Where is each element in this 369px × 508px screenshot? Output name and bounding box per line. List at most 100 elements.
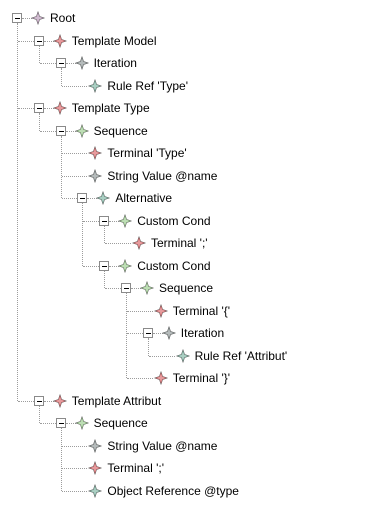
collapse-toggle-iteration[interactable] (55, 58, 66, 68)
tree-connector-line (61, 153, 88, 154)
tree-node-template-type[interactable]: Template Type (71, 101, 150, 115)
green-diamond-icon (74, 416, 89, 430)
tree-connector-line (65, 423, 76, 424)
collapse-toggle-template-model[interactable] (33, 35, 44, 46)
red-diamond-icon (52, 33, 67, 48)
tree-node-alternative[interactable]: Alternative (115, 191, 173, 205)
tree-node-rule-ref-attribut[interactable]: Rule Ref 'Attribut' (194, 348, 288, 363)
tree-node-sequence[interactable]: Sequence (159, 281, 214, 295)
teal-diamond-icon (88, 483, 103, 498)
tree-connector-line (87, 198, 98, 199)
tree-connector-line (127, 378, 153, 379)
collapse-toggle-root[interactable] (12, 13, 22, 23)
tree-connector-line (39, 423, 56, 424)
gray-diamond-icon (88, 438, 103, 453)
tree-connector-line (18, 40, 34, 42)
tree-connector-line (65, 130, 76, 132)
tree-node-root[interactable]: Root (50, 11, 76, 25)
tree-connector-line (82, 203, 84, 266)
tree-connector-line (109, 220, 120, 222)
red-diamond-icon (52, 393, 67, 408)
tree-connector-line (60, 135, 62, 198)
tree-connector-line (83, 265, 100, 267)
root-diamond-icon (31, 11, 45, 25)
tree-connector-line (127, 310, 153, 312)
tree-connector-line (39, 130, 56, 132)
tree-node-terminal[interactable]: Terminal ';' (107, 461, 164, 475)
tree-connector-line (127, 333, 143, 334)
tree-connector-line (126, 293, 127, 378)
tree-node-terminal[interactable]: Terminal '}' (172, 371, 231, 385)
tree-connector-line (105, 243, 131, 244)
red-diamond-icon (52, 101, 67, 115)
tree-connector-line (61, 468, 88, 469)
collapse-toggle-custom-cond[interactable] (99, 260, 110, 271)
tree-connector-line (61, 198, 78, 199)
tree-connector-line (61, 445, 88, 447)
tree-node-terminal[interactable]: Terminal ';' (151, 236, 208, 250)
tree-connector-line (60, 428, 62, 491)
tree-node-terminal-type[interactable]: Terminal 'Type' (107, 146, 187, 160)
red-diamond-icon (153, 303, 168, 318)
tree-connector-line (105, 288, 121, 289)
gray-diamond-icon (74, 56, 89, 70)
tree-node-iteration[interactable]: Iteration (180, 326, 225, 340)
tree-connector-line (61, 175, 88, 177)
collapse-toggle-template-type[interactable] (33, 103, 44, 113)
tree-connector-line (104, 270, 106, 288)
tree-node-string-value-name[interactable]: String Value @name (107, 438, 218, 453)
tree-node-iteration[interactable]: Iteration (93, 56, 137, 70)
tree-connector-line (61, 85, 88, 87)
tree-node-template-attribut[interactable]: Template Attribut (71, 393, 162, 408)
tree-connector-line (131, 288, 141, 289)
tree-connector-line (152, 333, 163, 334)
tree-connector-line (43, 40, 54, 42)
green-diamond-icon (118, 258, 133, 273)
collapse-toggle-sequence[interactable] (121, 283, 131, 293)
tree-node-rule-ref-type[interactable]: Rule Ref 'Type' (107, 78, 189, 93)
tree-connector-line (60, 68, 62, 86)
tree-node-sequence[interactable]: Sequence (93, 416, 148, 430)
collapse-toggle-alternative[interactable] (77, 193, 88, 203)
tree-connector-line (18, 400, 34, 402)
tree-connector-line (43, 108, 54, 109)
tree-connector-line (22, 18, 32, 19)
tree-connector-line (38, 45, 40, 63)
teal-diamond-icon (88, 78, 103, 93)
teal-diamond-icon (96, 191, 111, 205)
red-diamond-icon (132, 236, 146, 250)
green-diamond-icon (118, 213, 133, 228)
tree-node-sequence[interactable]: Sequence (93, 123, 148, 138)
tree-connector-line (65, 63, 76, 64)
tree-connector-line (17, 23, 18, 401)
tree-node-custom-cond[interactable]: Custom Cond (137, 213, 211, 228)
tree-node-object-reference-type[interactable]: Object Reference @type (107, 483, 239, 498)
tree-connector-line (148, 355, 175, 357)
tree-connector-line (104, 225, 106, 243)
tree-connector-line (38, 113, 40, 131)
collapse-toggle-iteration[interactable] (142, 328, 153, 338)
tree-node-template-model[interactable]: Template Model (71, 33, 157, 48)
collapse-toggle-sequence[interactable] (55, 125, 66, 136)
tree-connector-line (61, 490, 88, 492)
tree-node-terminal[interactable]: Terminal '{' (172, 303, 231, 318)
red-diamond-icon (153, 371, 168, 385)
tree-connector-line (109, 265, 120, 267)
tree-connector-line (18, 108, 34, 109)
tree-connector-line (38, 405, 40, 423)
tree-connector-line (39, 63, 56, 64)
gray-diamond-icon (88, 168, 103, 183)
collapse-toggle-template-attribut[interactable] (33, 395, 44, 406)
green-diamond-icon (140, 281, 154, 295)
tree-node-custom-cond[interactable]: Custom Cond (137, 258, 211, 273)
green-diamond-icon (74, 123, 89, 138)
tree-connector-line (83, 220, 100, 222)
collapse-toggle-custom-cond[interactable] (99, 215, 110, 226)
red-diamond-icon (88, 146, 103, 160)
tree-connector-line (43, 400, 54, 402)
tree-node-string-value-name[interactable]: String Value @name (107, 168, 218, 183)
red-diamond-icon (88, 461, 103, 475)
tree-connector-line (147, 338, 149, 356)
collapse-toggle-sequence[interactable] (55, 418, 66, 428)
